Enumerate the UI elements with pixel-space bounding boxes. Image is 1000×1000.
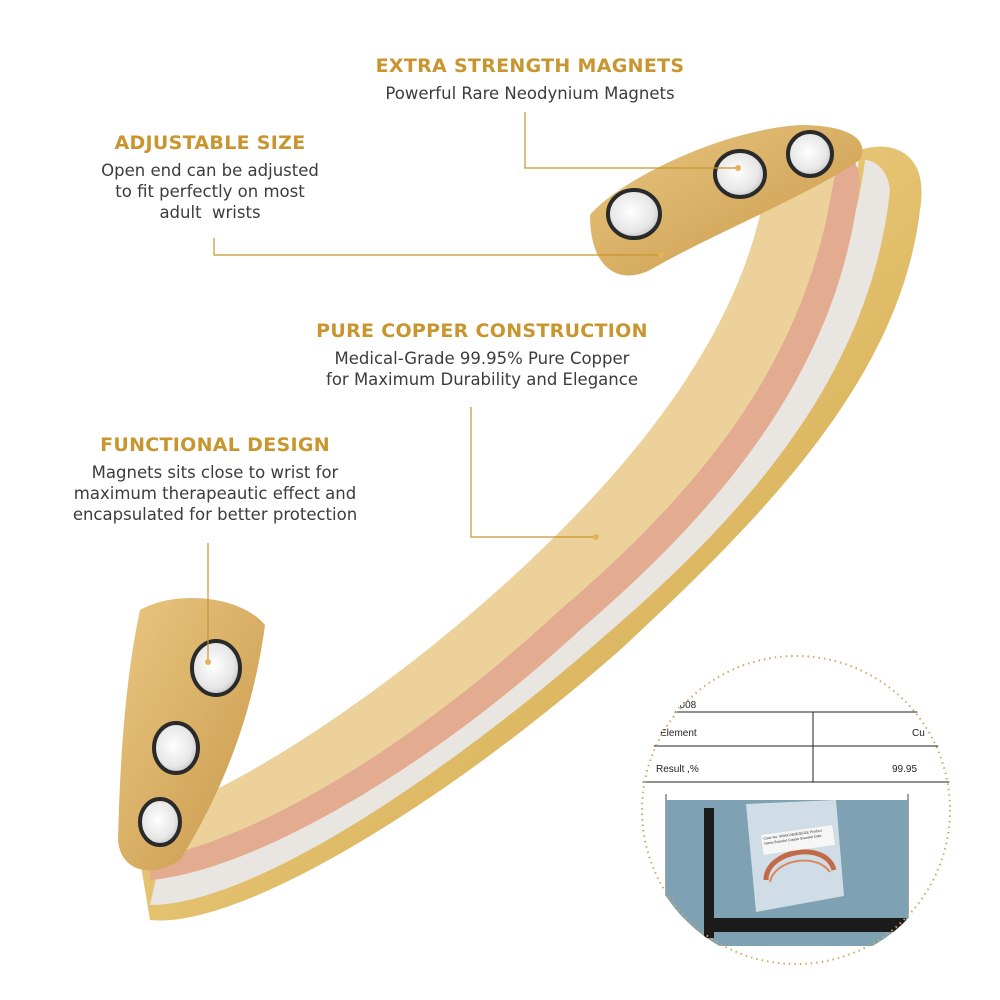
- callout-adjustable-size: ADJUSTABLE SIZE Open end can be adjusted…: [60, 132, 360, 223]
- callout-title: PURE COPPER CONSTRUCTION: [316, 320, 648, 342]
- callout-title: EXTRA STRENGTH MAGNETS: [375, 55, 685, 77]
- magnet-right-2: [713, 149, 767, 199]
- leader-line-size: [213, 238, 661, 256]
- magnet-right-1: [606, 188, 662, 240]
- callout-pure-copper: PURE COPPER CONSTRUCTION Medical-Grade 9…: [282, 320, 682, 390]
- magnet-left-3: [138, 797, 182, 847]
- callout-extra-strength-magnets: EXTRA STRENGTH MAGNETS Powerful Rare Neo…: [330, 55, 730, 104]
- leader-line-magnets: [524, 112, 738, 169]
- leader-dot-size: [658, 252, 664, 258]
- desc-line: Open end can be adjusted: [101, 161, 319, 180]
- certificate-result-value: 99.95: [892, 764, 918, 775]
- callout-desc: Powerful Rare Neodynium Magnets: [330, 83, 730, 104]
- certificate-result-label: Result ,%: [656, 764, 699, 775]
- certificate-photo: Case No. WW5C0E0E3E0ZE Product Name Brac…: [666, 800, 908, 946]
- magnet-left-1: [190, 639, 242, 697]
- inset-dotted-border: [641, 655, 951, 965]
- desc-line: for Maximum Durability and Elegance: [326, 370, 638, 389]
- leader-dot-copper: [593, 534, 599, 540]
- leader-line-copper: [470, 407, 596, 538]
- certificate-table: 2008 Element Cu Result ,% 99.95 Case No.…: [640, 654, 952, 966]
- desc-line: adult wrists: [159, 203, 261, 222]
- desc-line: to fit perfectly on most: [115, 182, 305, 201]
- certificate-element-value: Cu: [912, 728, 925, 739]
- callout-desc: Open end can be adjusted to fit perfectl…: [60, 160, 360, 223]
- callout-functional-design: FUNCTIONAL DESIGN Magnets sits close to …: [40, 434, 390, 525]
- desc-line: encapsulated for better protection: [72, 505, 358, 524]
- callout-title: ADJUSTABLE SIZE: [114, 132, 306, 154]
- desc-line: maximum therapeautic effect and: [73, 484, 357, 503]
- desc-line: Magnets sits close to wrist for: [91, 463, 339, 482]
- magnet-right-3: [786, 130, 834, 178]
- callout-desc: Magnets sits close to wrist for maximum …: [40, 462, 390, 525]
- certificate-inset: 2008 Element Cu Result ,% 99.95 Case No.…: [640, 654, 952, 966]
- certificate-element-label: Element: [660, 728, 697, 739]
- desc-line: Powerful Rare Neodynium Magnets: [385, 84, 675, 103]
- desc-line: Medical-Grade 99.95% Pure Copper: [334, 349, 630, 368]
- leader-dot-design: [205, 659, 211, 665]
- certificate-top-text: 2008: [674, 700, 697, 711]
- callout-title: FUNCTIONAL DESIGN: [100, 434, 330, 456]
- callout-desc: Medical-Grade 99.95% Pure Copper for Max…: [282, 348, 682, 390]
- leader-dot-magnets: [735, 165, 741, 171]
- magnet-left-2: [152, 721, 200, 775]
